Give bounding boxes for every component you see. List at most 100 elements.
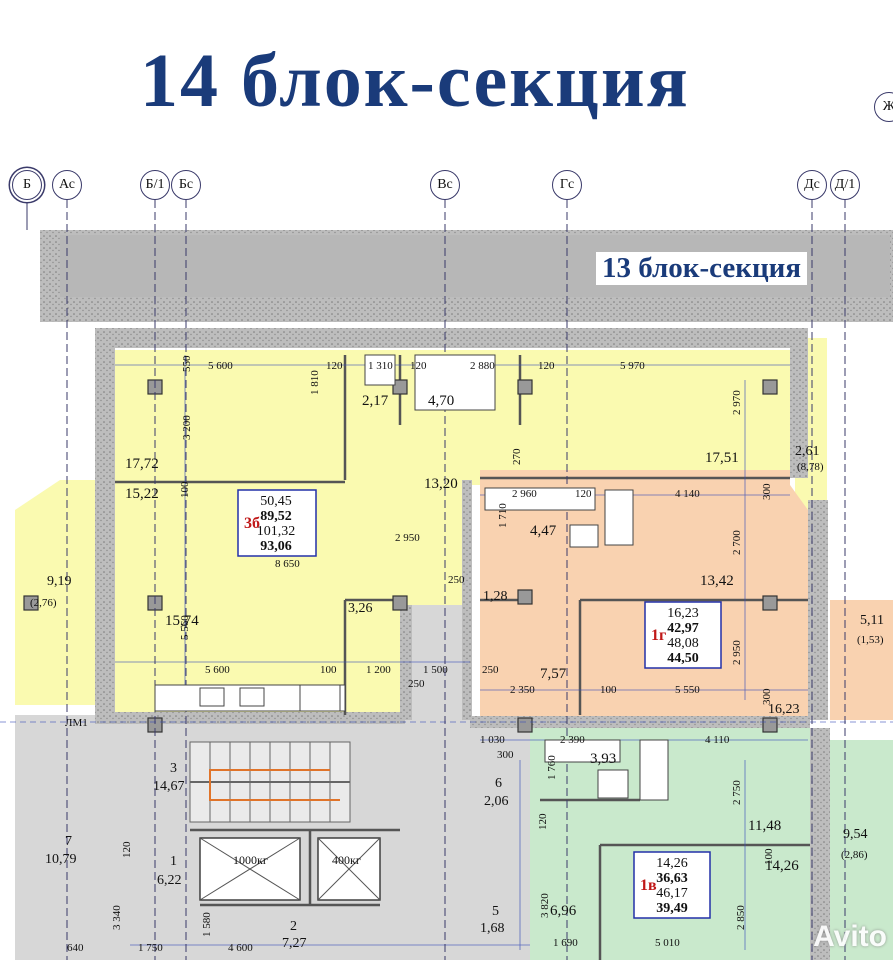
room-area-34: 1,68 [480, 921, 505, 936]
dimension-15: 100 [179, 481, 191, 498]
axis-marker-bs: Бс [171, 170, 201, 200]
room-area-8: 9,19 [47, 574, 72, 589]
apartment-1g-area-1: 42,97 [667, 621, 699, 636]
room-area-15: 7,57 [540, 666, 567, 682]
walls [95, 328, 830, 960]
dimension-1: 120 [326, 360, 343, 372]
lift-crosses [199, 837, 381, 901]
dimension-31: 5 550 [675, 684, 700, 696]
apartment-1v-area-1: 36,63 [656, 871, 688, 886]
dimension-32: 300 [761, 688, 773, 705]
apartment-1g [480, 470, 808, 720]
dimension-20: 8 650 [275, 558, 300, 570]
adjacent-section-title: 13 блок-секция [596, 252, 808, 285]
dimension-19: 2 700 [731, 530, 743, 555]
corridor [405, 605, 470, 960]
watermark: Avito [813, 920, 887, 953]
room-area-17: (1,53) [857, 634, 884, 646]
room-area-31: 2 [290, 919, 297, 934]
room-area-21: 2,06 [484, 794, 509, 809]
dimension-42: 100 [763, 848, 775, 865]
lift-shafts [199, 837, 381, 901]
room-area-9: (2,76) [30, 597, 57, 609]
room-area-24: (2,86) [841, 849, 868, 861]
room-area-20: 6 [495, 776, 502, 791]
room-area-28: 10,79 [45, 852, 77, 867]
dimension-36: 300 [497, 749, 514, 761]
axis-marker-as: Ас [52, 170, 82, 200]
room-area-0: 17,72 [125, 456, 159, 472]
dimension-10: 2 970 [731, 390, 743, 415]
apartment-1v-area-0: 14,26 [656, 856, 688, 871]
apartment-3b [115, 350, 790, 715]
apartment-info-boxes [237, 489, 722, 919]
room-area-36: 14,26 [765, 858, 799, 874]
dimension-9: 550 [181, 355, 193, 372]
room-area-3: 4,70 [428, 393, 454, 409]
dimension-14: 300 [761, 483, 773, 500]
room-7 [15, 715, 100, 960]
apartment-1g-code: 1г [651, 627, 666, 644]
dimension-11: 2 960 [512, 488, 537, 500]
dimension-40: 120 [537, 813, 549, 830]
dimension-34: 1 030 [480, 734, 505, 746]
dimension-16: 1 710 [497, 503, 509, 528]
room-area-10: 15,74 [165, 613, 199, 629]
room-area-5: 17,51 [705, 450, 739, 466]
axis-marker-ds: Дс [797, 170, 827, 200]
dimension-47: 1 580 [201, 912, 213, 937]
dimension-46: 4 600 [228, 942, 253, 954]
apartment-1g-area-2: 48,08 [667, 636, 699, 651]
dimension-23: 5 600 [205, 664, 230, 676]
axis-lines [26, 200, 846, 960]
page-title: 14 блок-секция [140, 39, 690, 123]
balcony-1g [830, 600, 893, 720]
apartment-1v-code: 1в [640, 877, 657, 894]
dimension-6: 5 970 [620, 360, 645, 372]
room-area-13: 1,28 [483, 589, 508, 604]
stairs [189, 741, 351, 823]
dimension-50: 5 010 [655, 937, 680, 949]
room-area-29: 1 [170, 854, 177, 869]
dimension-29: 2 350 [510, 684, 535, 696]
room-area-35: 6,96 [550, 903, 577, 919]
dimension-4: 2 880 [470, 360, 495, 372]
dimension-12: 120 [575, 488, 592, 500]
dimension-5: 120 [538, 360, 555, 372]
dimension-3: 120 [410, 360, 427, 372]
balcony-1v [830, 740, 893, 960]
dimension-27: 250 [482, 664, 499, 676]
dimension-35: 2 390 [560, 734, 585, 746]
dimension-43: 2 850 [735, 905, 747, 930]
dimension-41: 3 820 [539, 893, 551, 918]
apartment-1g-area-0: 16,23 [667, 606, 699, 621]
room-area-37: ЛМ1 [65, 717, 88, 729]
fixtures [154, 354, 669, 801]
room-area-18: 16,23 [768, 702, 800, 717]
axis-marker-gs: Гс [552, 170, 582, 200]
dimension-2: 1 310 [368, 360, 393, 372]
dimension-25: 1 200 [366, 664, 391, 676]
dimension-38: 1 760 [546, 755, 558, 780]
axis-marker-b1: Б/1 [140, 170, 170, 200]
room-area-23: 9,54 [843, 827, 868, 842]
dimension-7: 1 810 [309, 370, 321, 395]
apartment-1v-area-3: 39,49 [656, 901, 688, 916]
dimension-44: 640 [67, 942, 84, 954]
apartment-3b-area-0: 50,45 [260, 494, 292, 509]
dimension-13: 4 140 [675, 488, 700, 500]
dimension-33: 2 950 [731, 640, 743, 665]
lift-label-1: 400кг [332, 853, 361, 867]
room-area-33: 5 [492, 904, 499, 919]
axis-marker-b: Б [12, 170, 42, 200]
dimension-8: 3 200 [181, 415, 193, 440]
room-area-4: 13,20 [424, 476, 458, 492]
columns [23, 379, 778, 733]
room-area-7: (8,78) [797, 461, 824, 473]
dimension-39: 2 750 [731, 780, 743, 805]
room-area-1: 15,22 [125, 486, 159, 502]
apartment-3b-area-1: 89,52 [260, 509, 292, 524]
room-area-12: 4,47 [530, 523, 557, 539]
